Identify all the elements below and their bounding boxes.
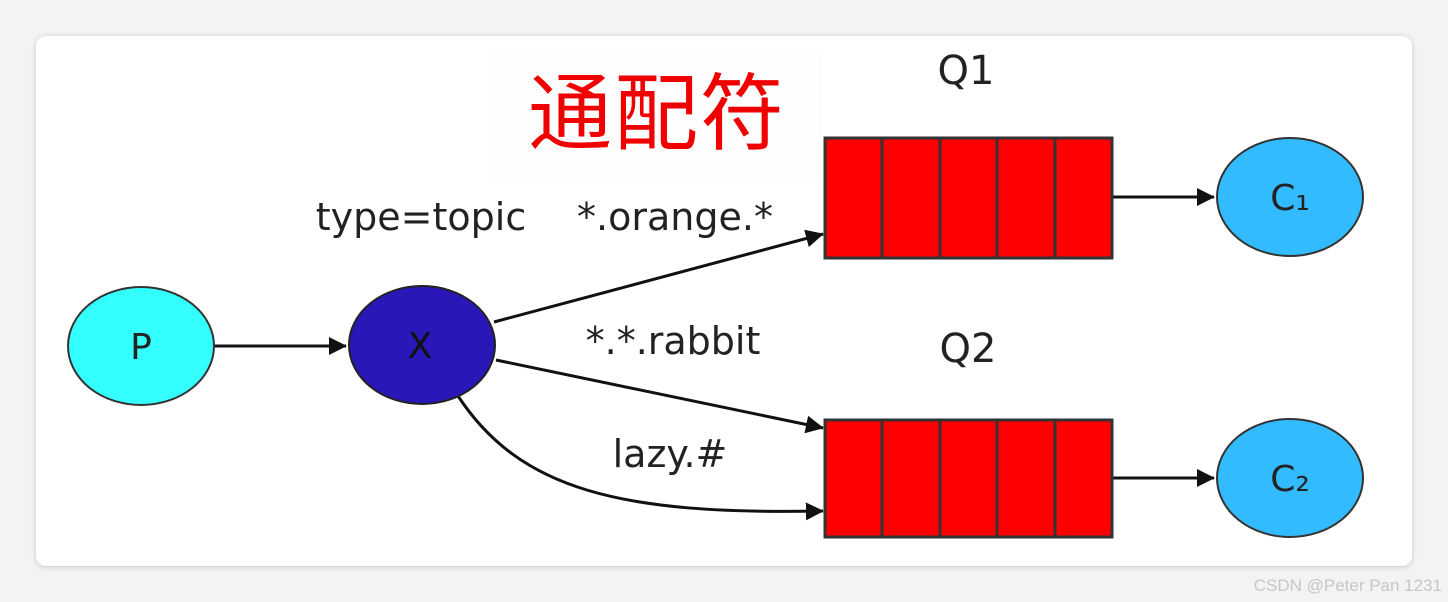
queue-q1-label: Q1 — [938, 48, 995, 94]
exchange-node: X — [348, 285, 496, 405]
exchange-label: X — [408, 326, 433, 367]
queue-q2 — [823, 418, 1114, 539]
binding-rabbit-label: *.*.rabbit — [586, 319, 761, 363]
edge-exchange-q1 — [493, 229, 824, 324]
watermark: CSDN @Peter Pan 1231 — [1253, 576, 1442, 595]
edge-exchange-q2-rabbit — [495, 358, 824, 434]
edge-exchange-q2-lazy — [456, 395, 824, 521]
queue-q1 — [823, 136, 1114, 260]
exchange-type-label: type=topic — [316, 195, 526, 239]
binding-lazy-label: lazy.# — [613, 432, 728, 476]
binding-orange-label: *.orange.* — [577, 195, 773, 239]
consumer2-node: C₂ — [1216, 418, 1364, 538]
wildcard-title: 通配符 — [492, 50, 822, 178]
producer-label: P — [130, 327, 152, 368]
producer-node: P — [67, 286, 215, 406]
consumer1-node: C₁ — [1216, 137, 1364, 257]
queue-q2-label: Q2 — [940, 326, 997, 372]
consumer2-label: C₂ — [1270, 459, 1310, 500]
consumer1-label: C₁ — [1270, 178, 1310, 219]
